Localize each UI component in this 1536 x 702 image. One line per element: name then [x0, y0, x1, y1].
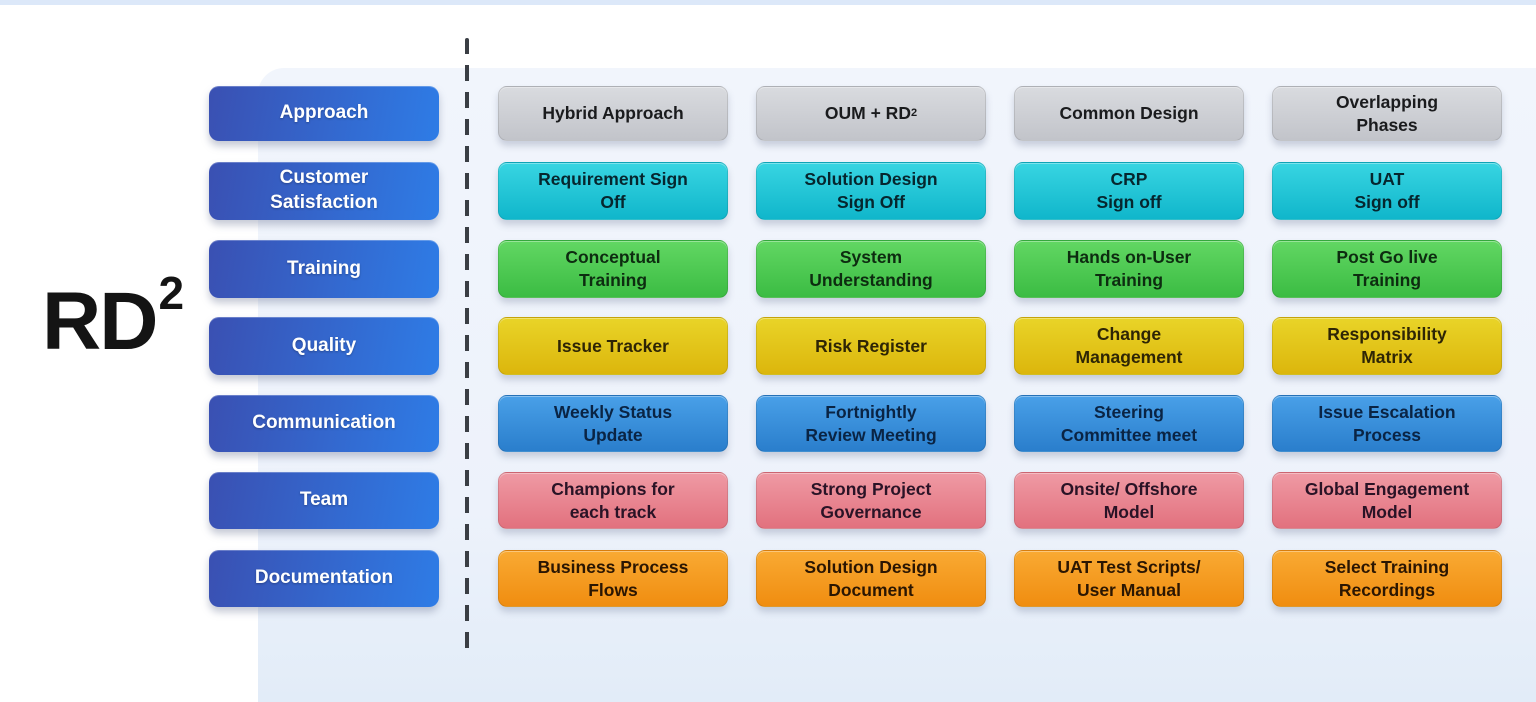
grid-cell-label: Change Management	[1075, 324, 1183, 367]
top-accent-strip	[0, 0, 1536, 5]
grid-cell-label: Strong Project Governance	[810, 478, 932, 522]
grid-cell-team-1: Champions for each track	[498, 472, 728, 529]
grid-cell-documentation-4: Select Training Recordings	[1272, 550, 1502, 607]
rd2-logo: RD2	[42, 266, 184, 363]
grid-cell-communication-3: Steering Committee meet	[1014, 395, 1244, 452]
grid-cell-customer-satisfaction-3: CRP Sign off	[1014, 162, 1244, 220]
grid-cell-quality-2: Risk Register	[756, 317, 986, 375]
grid-cell-quality-1: Issue Tracker	[498, 317, 728, 375]
grid-cell-label: Conceptual Training	[565, 247, 661, 290]
grid-cell-label: Hybrid Approach	[542, 103, 684, 124]
grid-cell-label: System Understanding	[809, 247, 933, 290]
sidebar-item-communication: Communication	[209, 395, 439, 452]
rd2-logo-superscript: 2	[158, 267, 185, 319]
grid-cell-quality-3: Change Management	[1014, 317, 1244, 375]
sidebar-item-label: Quality	[291, 334, 357, 356]
grid-cell-customer-satisfaction-4: UAT Sign off	[1272, 162, 1502, 220]
sidebar-item-training: Training	[209, 240, 439, 298]
grid-cell-quality-4: Responsibility Matrix	[1272, 317, 1502, 375]
sidebar-item-label: Approach	[279, 102, 369, 124]
sidebar-item-customer-satisfaction: Customer Satisfaction	[209, 162, 439, 220]
rd2-logo-text: RD	[42, 276, 158, 367]
grid-cell-communication-4: Issue Escalation Process	[1272, 395, 1502, 452]
grid-cell-label: Onsite/ Offshore Model	[1060, 478, 1198, 522]
grid-cell-team-4: Global Engagement Model	[1272, 472, 1502, 529]
grid-cell-training-4: Post Go live Training	[1272, 240, 1502, 298]
grid-cell-documentation-2: Solution Design Document	[756, 550, 986, 607]
grid-cell-label: UAT Sign off	[1354, 169, 1420, 212]
grid-cell-approach-3: Common Design	[1014, 86, 1244, 141]
grid-cell-documentation-1: Business Process Flows	[498, 550, 728, 607]
grid-cell-label: Issue Escalation Process	[1318, 401, 1456, 445]
sidebar-item-quality: Quality	[209, 317, 439, 375]
grid-cell-training-2: System Understanding	[756, 240, 986, 298]
grid-cell-label: Weekly Status Update	[553, 401, 673, 445]
grid-cell-label: Responsibility Matrix	[1327, 324, 1447, 367]
dashed-divider	[465, 38, 469, 652]
grid-cell-label: Solution Design Sign Off	[804, 169, 938, 212]
sidebar-item-label: Team	[299, 489, 349, 511]
sidebar-item-approach: Approach	[209, 86, 439, 141]
grid-cell-label: Risk Register	[815, 335, 927, 356]
sidebar-item-label: Documentation	[254, 567, 394, 589]
grid-cell-superscript: 2	[910, 107, 918, 120]
grid-cell-label: Hands on-User Training	[1066, 247, 1192, 290]
sidebar-item-label: Training	[287, 257, 361, 279]
grid-cell-team-3: Onsite/ Offshore Model	[1014, 472, 1244, 529]
grid-cell-label: Issue Tracker	[557, 335, 669, 356]
grid-cell-training-1: Conceptual Training	[498, 240, 728, 298]
sidebar-item-documentation: Documentation	[209, 550, 439, 607]
grid-cell-label: Business Process Flows	[537, 556, 689, 600]
sidebar-item-label: Customer Satisfaction	[270, 167, 378, 213]
grid-cell-approach-4: Overlapping Phases	[1272, 86, 1502, 141]
grid-cell-label: Common Design	[1059, 103, 1199, 124]
grid-cell-communication-2: Fortnightly Review Meeting	[756, 395, 986, 452]
grid-cell-training-3: Hands on-User Training	[1014, 240, 1244, 298]
sidebar-item-team: Team	[209, 472, 439, 529]
grid-cell-label: UAT Test Scripts/ User Manual	[1057, 556, 1201, 600]
sidebar-item-label: Communication	[252, 412, 396, 434]
grid-cell-team-2: Strong Project Governance	[756, 472, 986, 529]
grid-cell-label: Overlapping Phases	[1335, 91, 1439, 135]
grid-cell-label: Solution Design Document	[804, 556, 938, 600]
grid-cell-label: Fortnightly Review Meeting	[805, 401, 937, 445]
grid-cell-label: Post Go live Training	[1336, 247, 1438, 290]
grid-cell-customer-satisfaction-2: Solution Design Sign Off	[756, 162, 986, 220]
grid-cell-label: CRP Sign off	[1096, 169, 1162, 212]
grid-cell-label: OUM + RD	[824, 103, 911, 124]
grid-cell-label: Select Training Recordings	[1324, 556, 1450, 600]
grid-cell-communication-1: Weekly Status Update	[498, 395, 728, 452]
grid-cell-label: Global Engagement Model	[1304, 478, 1470, 522]
grid-cell-customer-satisfaction-1: Requirement Sign Off	[498, 162, 728, 220]
grid-cell-label: Steering Committee meet	[1060, 401, 1198, 445]
grid-cell-label: Requirement Sign Off	[538, 169, 688, 212]
grid-cell-approach-1: Hybrid Approach	[498, 86, 728, 141]
grid-cell-label: Champions for each track	[551, 478, 675, 522]
grid-cell-documentation-3: UAT Test Scripts/ User Manual	[1014, 550, 1244, 607]
